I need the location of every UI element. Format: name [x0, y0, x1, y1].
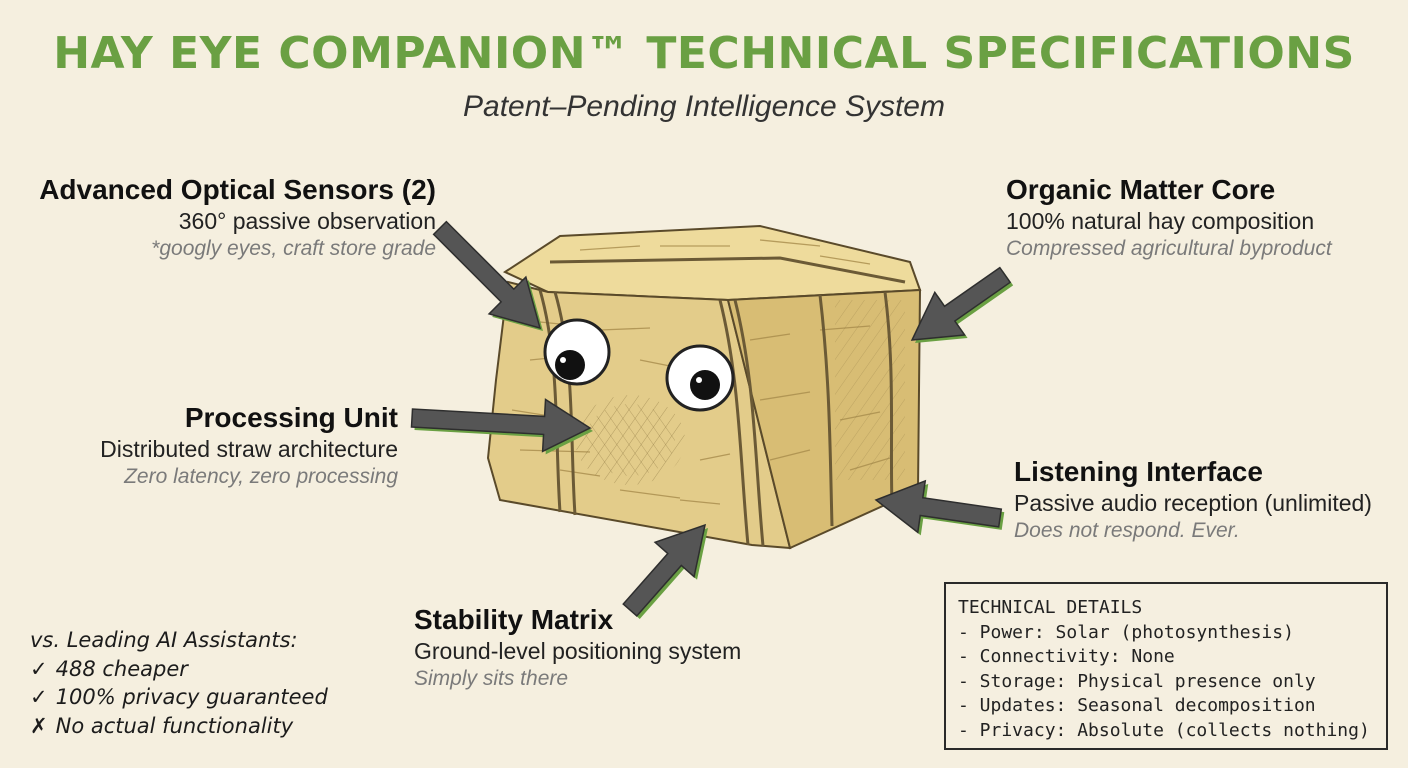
technical-details-item: - Privacy: Absolute (collects nothing): [958, 719, 1370, 741]
stability-matrix-note: Simply sits there: [414, 666, 569, 690]
listening-arrow: [874, 479, 1003, 534]
cross-mark-icon: ✗: [30, 713, 48, 738]
optical-sensors-note: *googly eyes, craft store grade: [151, 236, 436, 260]
bale-shadow-hatch: [585, 404, 675, 476]
bale-side-hatch: [835, 300, 905, 480]
page-title: HAY EYE COMPANION™ TECHNICAL SPECIFICATI…: [53, 28, 1355, 79]
organic-arrow: [910, 266, 1012, 341]
technical-details-box: TECHNICAL DETAILS - Power: Solar (photos…: [944, 582, 1388, 750]
processing-unit-callout: Processing Unit Distributed straw archit…: [100, 400, 398, 490]
processing-unit-description: Distributed straw architecture: [100, 436, 398, 462]
stability-matrix-description: Ground-level positioning system: [414, 638, 742, 664]
technical-details-item: - Storage: Physical presence only: [958, 670, 1316, 692]
organic-matter-description: 100% natural hay composition: [1006, 208, 1315, 234]
listening-interface-description: Passive audio reception (unlimited): [1014, 490, 1372, 516]
processing-unit-heading: Processing Unit: [184, 402, 398, 433]
stability-arrow: [622, 523, 707, 618]
comparison-item: ✓ 100% privacy guaranteed: [30, 683, 328, 712]
comparison-item-text: 100% privacy guaranteed: [55, 685, 328, 709]
stability-matrix-callout: Stability Matrix Ground-level positionin…: [414, 602, 741, 692]
comparison-item-text: No actual functionality: [55, 713, 294, 738]
organic-matter-callout: Organic Matter Core 100% natural hay com…: [1006, 172, 1332, 262]
comparison-list: vs. Leading AI Assistants: ✓488 cheaper …: [30, 626, 328, 740]
technical-details-item: - Connectivity: None: [958, 646, 1175, 667]
comparison-heading: vs. Leading AI Assistants:: [30, 628, 298, 652]
optical-sensors-description: 360° passive observation: [178, 208, 436, 234]
technical-details-item: - Power: Solar (photosynthesis): [958, 621, 1294, 643]
comparison-item: ✓ 488 cheaper: [30, 655, 328, 684]
googly-eye-icon: [543, 318, 611, 386]
processing-unit-note: Zero latency, zero processing: [124, 464, 398, 488]
googly-eye-icon: [665, 344, 735, 412]
optical-arrow: [432, 220, 542, 330]
optical-sensors-callout: Advanced Optical Sensors (2) 360° passiv…: [39, 172, 436, 262]
listening-interface-note: Does not respond. Ever.: [1014, 518, 1240, 542]
listening-interface-heading: Listening Interface: [1014, 456, 1263, 487]
comparison-item: ✗ No actual functionality: [30, 712, 328, 741]
twine-bands: [538, 256, 906, 547]
optical-sensors-heading: Advanced Optical Sensors (2): [39, 174, 436, 205]
checkmark-icon: ✓: [30, 656, 48, 681]
technical-details-item: - Updates: Seasonal decomposition: [958, 695, 1316, 716]
organic-matter-heading: Organic Matter Core: [1006, 174, 1276, 205]
comparison-item-text: 488 cheaper: [55, 656, 188, 681]
page-subtitle: Patent–Pending Intelligence System: [463, 90, 945, 123]
listening-interface-callout: Listening Interface Passive audio recept…: [1014, 454, 1372, 544]
organic-matter-note: Compressed agricultural byproduct: [1006, 236, 1332, 260]
checkmark-icon: ✓: [30, 685, 48, 709]
processing-arrow: [410, 398, 592, 453]
stability-matrix-heading: Stability Matrix: [414, 604, 614, 635]
technical-details-heading: TECHNICAL DETAILS: [958, 597, 1143, 618]
